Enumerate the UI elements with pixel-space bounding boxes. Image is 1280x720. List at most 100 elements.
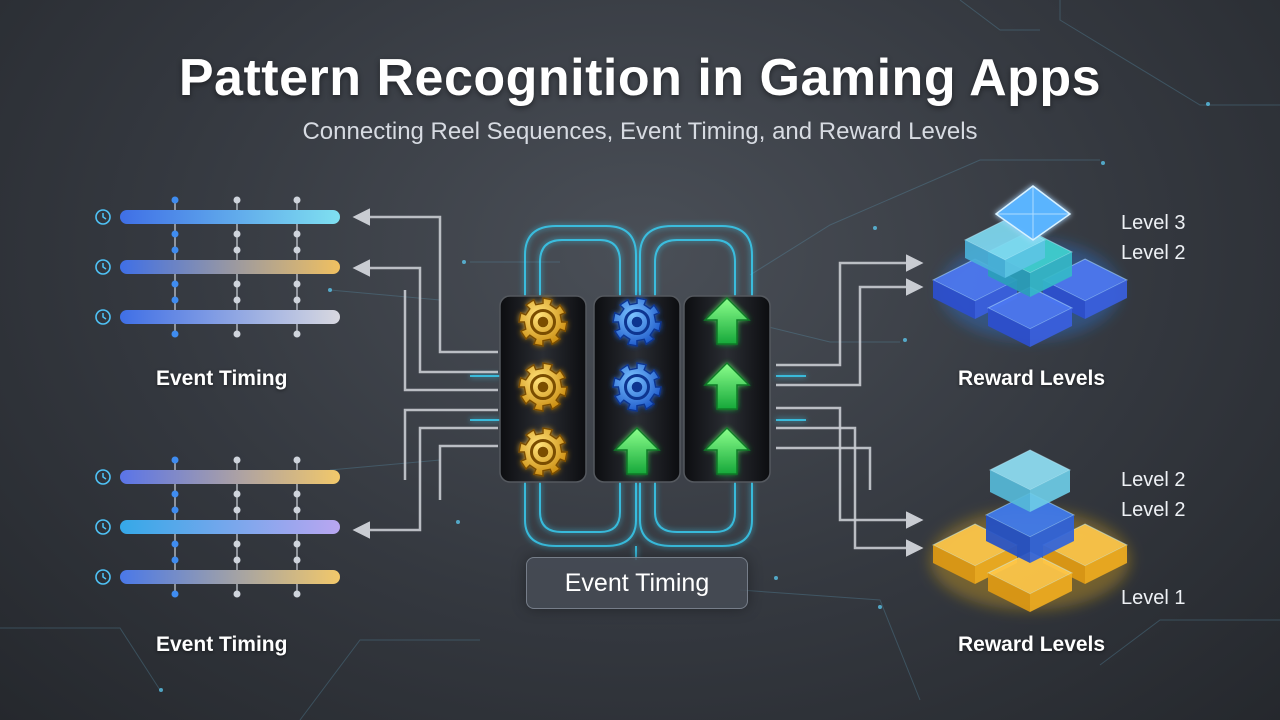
timeline-marker — [293, 280, 301, 288]
gear-gold-icon — [518, 297, 568, 347]
timeline-marker — [233, 280, 241, 288]
timeline-marker — [171, 196, 179, 204]
gear-gold-icon — [518, 362, 568, 412]
timeline-marker — [293, 456, 301, 464]
reward-stacks — [930, 185, 1130, 612]
clock-icon — [95, 469, 111, 485]
reward-block — [988, 449, 1072, 512]
connector-arrow — [776, 254, 924, 367]
timing-panel-label-2: Event Timing — [156, 633, 288, 656]
timeline-marker — [171, 590, 179, 598]
clock-icon — [95, 309, 111, 325]
timeline-marker — [233, 296, 241, 304]
circuit-trace — [654, 482, 736, 533]
timeline-marker — [293, 296, 301, 304]
timeline-bar — [120, 310, 340, 324]
timeline-marker — [233, 540, 241, 548]
reward-stack-upper — [931, 185, 1129, 347]
timeline-marker — [293, 196, 301, 204]
timeline-marker — [233, 490, 241, 498]
circuit-trace — [654, 239, 736, 296]
timeline-marker — [293, 556, 301, 564]
clock-icon — [95, 519, 111, 535]
timeline-bar — [120, 210, 340, 224]
reward-block — [984, 492, 1076, 563]
connector-arrow — [776, 278, 924, 387]
reward-panel-label-2: Reward Levels — [958, 633, 1106, 656]
arrow-green-icon — [613, 426, 661, 475]
timeline-marker — [233, 246, 241, 254]
timeline-marker — [293, 330, 301, 338]
clock-icon — [95, 209, 111, 225]
page-title: Pattern Recognition in Gaming Apps — [178, 49, 1102, 107]
timeline-marker — [171, 280, 179, 288]
connector-arrow — [776, 426, 924, 557]
connector-arrows — [352, 208, 924, 557]
reward-block — [986, 286, 1074, 347]
connector-arrow — [352, 259, 498, 374]
timeline-marker — [233, 196, 241, 204]
timeline-bar — [120, 570, 340, 584]
reward-1-level-label: Level 3 — [1121, 212, 1186, 234]
arrow-green-icon — [703, 361, 751, 410]
connector-arrow — [352, 208, 498, 354]
timeline-marker — [233, 330, 241, 338]
page-subtitle: Connecting Reel Sequences, Event Timing,… — [302, 118, 978, 145]
circuit-trace — [539, 239, 621, 296]
reel-column — [683, 295, 771, 483]
reward-2-level-label: Level 2 — [1121, 499, 1186, 521]
timing-panel — [95, 196, 340, 338]
timeline-marker — [293, 230, 301, 238]
timeline-marker — [233, 456, 241, 464]
slot-reels — [499, 295, 771, 483]
reel-column — [499, 295, 587, 483]
background-dots — [159, 102, 1210, 692]
reward-1-level-label: Level 2 — [1121, 242, 1186, 264]
connector-arrow — [776, 446, 872, 490]
arrow-green-icon — [703, 426, 751, 475]
timeline-bar — [120, 260, 340, 274]
timeline-marker — [171, 556, 179, 564]
connector-arrow — [352, 426, 498, 539]
connector-arrow — [403, 290, 498, 392]
timeline-marker — [293, 540, 301, 548]
reward-2-level-label: Level 2 — [1121, 469, 1186, 491]
timeline-marker — [293, 490, 301, 498]
timeline-marker — [171, 540, 179, 548]
reward-2-level-label: Level 1 — [1121, 587, 1186, 609]
circuit-glow — [470, 225, 806, 560]
timeline-marker — [171, 506, 179, 514]
circuit-trace — [524, 482, 637, 547]
timeline-marker — [171, 456, 179, 464]
timeline-marker — [233, 556, 241, 564]
timeline-marker — [293, 590, 301, 598]
reel-column — [593, 295, 681, 483]
timeline-marker — [171, 330, 179, 338]
arrow-green-icon — [703, 296, 751, 345]
timeline-marker — [171, 246, 179, 254]
timing-panel-label-1: Event Timing — [156, 367, 288, 390]
timeline-marker — [171, 490, 179, 498]
circuit-trace — [639, 225, 753, 296]
clock-icon — [95, 259, 111, 275]
reward-panel-label-1: Reward Levels — [958, 367, 1106, 390]
connector-arrow — [438, 444, 498, 500]
gear-blue-icon — [612, 362, 662, 412]
reward-block — [986, 551, 1074, 612]
connector-arrow — [403, 408, 498, 480]
timeline-marker — [171, 296, 179, 304]
timeline-bar — [120, 520, 340, 534]
gear-gold-icon — [518, 427, 568, 477]
circuit-trace — [524, 225, 637, 296]
timeline-marker — [293, 506, 301, 514]
timeline-bar — [120, 470, 340, 484]
timing-panel — [95, 456, 340, 598]
timeline-marker — [293, 246, 301, 254]
circuit-trace — [639, 482, 753, 547]
timeline-marker — [171, 230, 179, 238]
timeline-marker — [233, 590, 241, 598]
gear-blue-icon — [612, 297, 662, 347]
timeline-marker — [233, 506, 241, 514]
timeline-marker — [233, 230, 241, 238]
